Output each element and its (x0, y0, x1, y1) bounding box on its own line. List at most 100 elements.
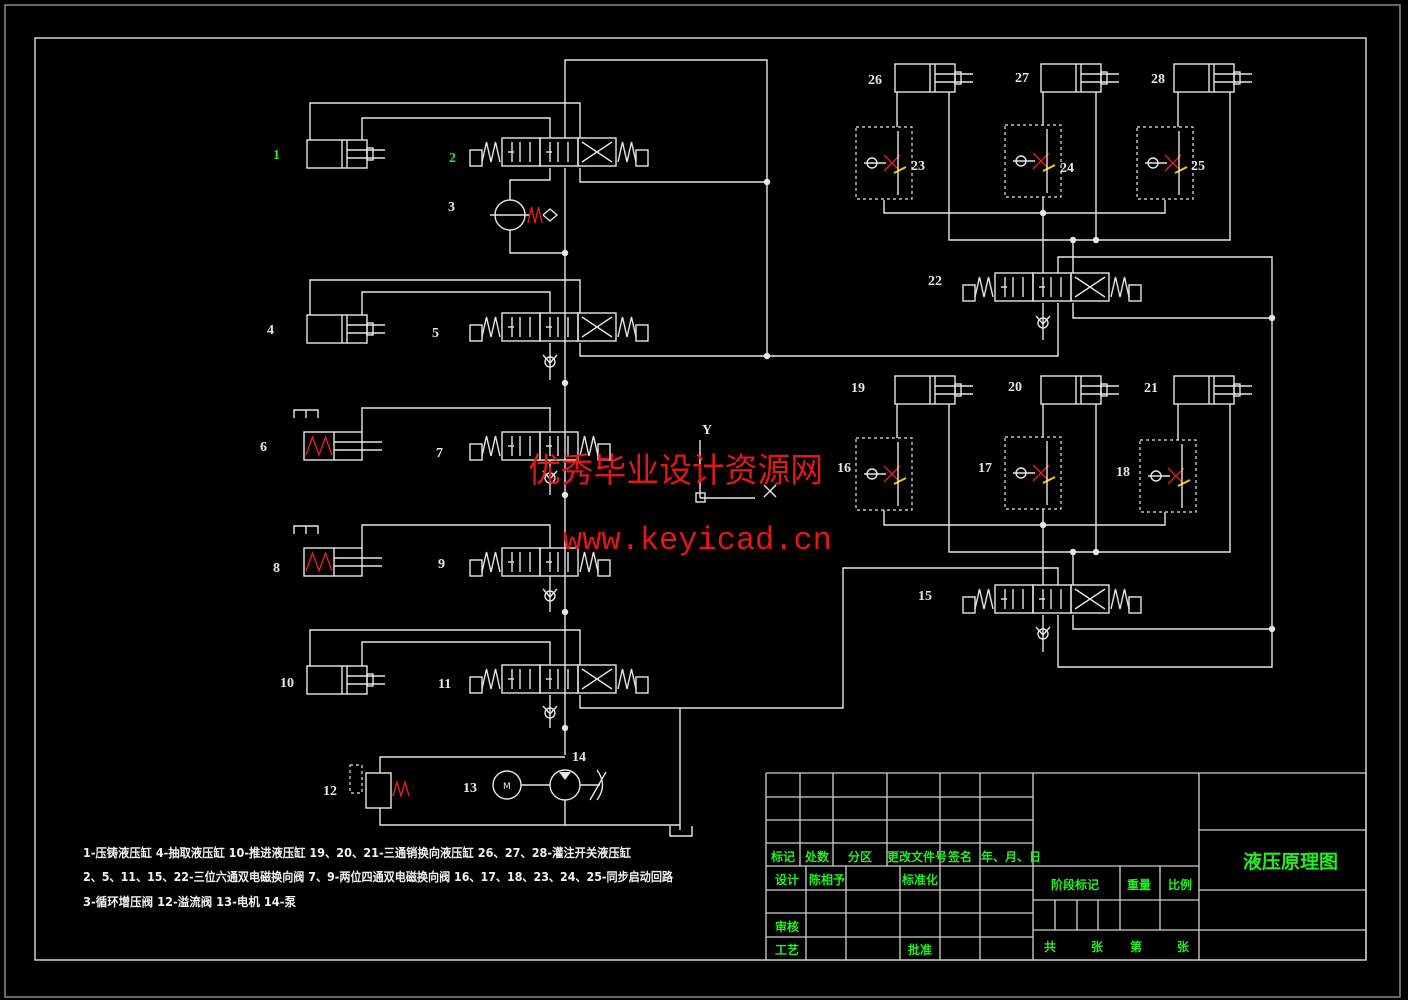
drawing-title: 液压原理图 (1243, 850, 1338, 873)
hydraulic-line (1057, 256, 1273, 668)
component-label-22: 22 (928, 274, 942, 289)
component-label-26: 26 (868, 73, 882, 88)
spring-symbol (481, 551, 501, 573)
cylinder-1 (306, 139, 385, 169)
component-label-27: 27 (1015, 71, 1029, 86)
spring-symbol (579, 551, 599, 573)
tb-weight: 重量 (1127, 877, 1151, 892)
sync-circuit-24 (1004, 124, 1062, 198)
hydraulic-line (1035, 626, 1051, 637)
cylinder-19 (894, 375, 973, 405)
component-label-21: 21 (1144, 381, 1158, 396)
component-label-20: 20 (1008, 380, 1022, 395)
junction-dot (1039, 521, 1047, 529)
pump-3 (490, 199, 559, 231)
tb-date: 年、月、日 (981, 849, 1041, 864)
cylinder-6 (293, 409, 382, 461)
tb-process: 工艺 (775, 942, 799, 957)
cylinder-28 (1173, 63, 1252, 93)
hydraulic-line (579, 303, 1059, 357)
component-label-19: 19 (851, 381, 865, 396)
legend: 1-压铸液压缸 4-抽取液压缸 10-推进液压缸 19、20、21-三通销换向液… (83, 845, 674, 909)
spring-symbol (974, 588, 994, 610)
junction-dot (1069, 236, 1077, 244)
watermark-url: www.keyicad.cn (563, 522, 832, 559)
hydraulic-line (1072, 615, 1272, 630)
junction-dot (561, 249, 569, 257)
hydraulic-line (883, 200, 1166, 214)
watermark: 优秀毕业设计资源网 www.keyicad.cn (528, 451, 832, 559)
hydraulic-line (361, 117, 551, 140)
spring-symbol (1110, 276, 1130, 298)
title-block-text: 标记 处数 分区 更改文件号 签名 年、月、日 设计 陈相予 标准化 审核 工艺… (770, 849, 1338, 957)
hydraulic-line (361, 407, 551, 432)
hydraulic-line (542, 354, 558, 365)
title-block (765, 772, 1367, 960)
tb-mark: 标记 (770, 849, 795, 864)
hydraulic-line (579, 567, 1059, 709)
hydraulic-line (893, 477, 907, 485)
axis-icon: Y (695, 423, 777, 503)
valve-15 (962, 584, 1142, 614)
drawing-frame (34, 37, 1367, 961)
tb-review: 审核 (775, 919, 799, 934)
cylinder-27 (1040, 63, 1119, 93)
hydraulic-line (948, 404, 1231, 553)
junction-dot (763, 352, 771, 360)
tb-sheets-1: 张 (1091, 939, 1104, 954)
sync-circuit-23 (855, 126, 913, 200)
valve-11 (469, 664, 649, 694)
check-valve-icon (1035, 626, 1051, 640)
spring-symbol (481, 316, 501, 338)
sync-circuit-25 (1136, 126, 1194, 200)
component-label-16: 16 (837, 461, 851, 476)
junction-dot (763, 178, 771, 186)
junction-dot (561, 608, 569, 616)
svg-text:M: M (503, 782, 511, 792)
junction-dot (1092, 236, 1100, 244)
valve-7 (469, 431, 611, 461)
component-label-2: 2 (449, 151, 456, 166)
component-label-13: 13 (463, 781, 477, 796)
component-label-9: 9 (438, 557, 445, 572)
tb-stage-mark: 阶段标记 (1051, 877, 1099, 892)
component-label-1: 1 (273, 148, 280, 163)
check-valve-icon (542, 354, 558, 368)
sync-circuit-18 (1139, 439, 1197, 513)
component-label-23: 23 (911, 159, 925, 174)
hydraulic-line (542, 588, 558, 599)
hydraulic-line (542, 470, 558, 481)
hydraulic-line (361, 641, 551, 666)
spring-symbol (527, 206, 543, 224)
tb-signature: 签名 (947, 849, 972, 864)
component-label-17: 17 (978, 461, 992, 476)
spring-symbol (974, 276, 994, 298)
hydraulic-line (669, 826, 693, 837)
hydraulic-line (1177, 479, 1191, 487)
spring-symbol (617, 316, 637, 338)
junction-dot (1069, 548, 1077, 556)
cylinder-21 (1173, 375, 1252, 405)
hydraulic-line (948, 92, 1231, 241)
spring-symbol (392, 779, 410, 799)
check-valve-icon (542, 705, 558, 719)
valve-5 (469, 312, 649, 342)
spring-symbol (617, 141, 637, 163)
hydraulic-line (1042, 164, 1056, 172)
component-label-6: 6 (260, 440, 267, 455)
junction-dot (561, 724, 569, 732)
spring-symbol (305, 434, 333, 458)
cylinder-26 (894, 63, 973, 93)
component-label-8: 8 (273, 561, 280, 576)
hydraulic-line (509, 230, 565, 254)
junction-dot (1268, 625, 1276, 633)
junction-dot (561, 491, 569, 499)
hydraulic-line (361, 291, 551, 315)
hydraulic-line (542, 705, 558, 716)
tb-sheet-no: 第 (1130, 939, 1142, 954)
cylinder-8 (293, 525, 382, 577)
tb-design: 设计 (775, 872, 799, 887)
component-label-3: 3 (448, 200, 455, 215)
tb-approve: 批准 (908, 942, 932, 957)
axis-y-label: Y (702, 423, 712, 438)
